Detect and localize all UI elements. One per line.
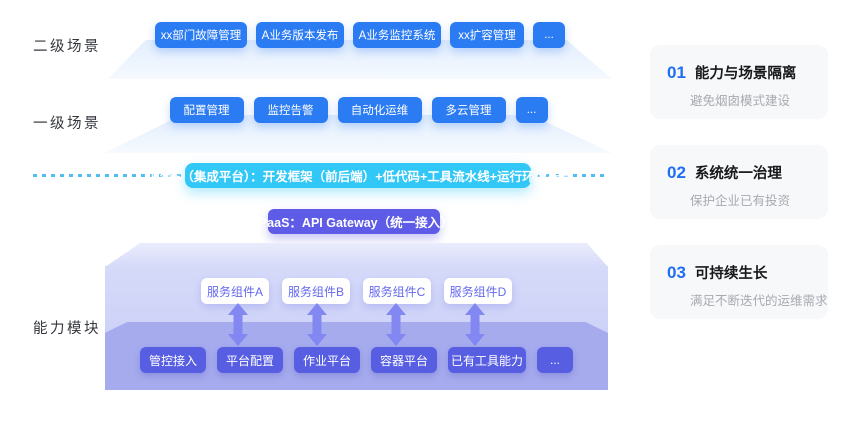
scenario-chip-fault-mgmt: xx部门故障管理 bbox=[155, 22, 247, 48]
platform-top-face bbox=[105, 243, 608, 267]
benefit-title: 系统统一治理 bbox=[694, 166, 782, 182]
tool-chip-job-platform: 作业平台 bbox=[294, 347, 360, 373]
double-arrow-icon bbox=[228, 303, 248, 346]
tool-chip-more-ellipsis: ... bbox=[537, 347, 573, 373]
service-component-d: 服务组件D bbox=[444, 278, 512, 304]
label-secondary-scenario: 二级场景 bbox=[33, 39, 101, 55]
scenario-chip-automation: 自动化运维 bbox=[337, 97, 422, 123]
benefit-title: 可持续生长 bbox=[694, 266, 768, 282]
scenario-chip-alerting: 监控告警 bbox=[253, 97, 328, 123]
tool-chip-existing-tools: 已有工具能力 bbox=[448, 347, 526, 373]
double-arrow-icon bbox=[386, 303, 406, 346]
service-component-row: 服务组件A 服务组件B 服务组件C 服务组件D bbox=[105, 278, 608, 304]
benefit-number: 01 bbox=[667, 63, 686, 82]
benefit-description: 满足不断迭代的运维需求 bbox=[690, 294, 828, 308]
primary-scenario-row: 配置管理 监控告警 自动化运维 多云管理 ... bbox=[105, 97, 612, 123]
benefit-description: 避免烟囱模式建设 bbox=[690, 94, 791, 108]
benefit-card-governance: 02 系统统一治理 保护企业已有投资 bbox=[650, 145, 828, 219]
service-tool-arrows bbox=[105, 303, 608, 346]
benefit-title: 能力与场景隔离 bbox=[694, 66, 797, 82]
tool-platform-row: 管控接入 平台配置 作业平台 容器平台 已有工具能力 ... bbox=[105, 347, 608, 373]
service-component-b: 服务组件B bbox=[282, 278, 350, 304]
scenario-chip-more-ellipsis: ... bbox=[515, 97, 548, 123]
tool-chip-container: 容器平台 bbox=[371, 347, 437, 373]
tool-chip-platform-config: 平台配置 bbox=[217, 347, 283, 373]
service-component-a: 服务组件A bbox=[201, 278, 269, 304]
scenario-chip-config-mgmt: 配置管理 bbox=[169, 97, 244, 123]
service-component-c: 服务组件C bbox=[363, 278, 431, 304]
label-primary-scenario: 一级场景 bbox=[33, 116, 101, 132]
double-arrow-icon bbox=[307, 303, 327, 346]
scenario-chip-scaling: xx扩容管理 bbox=[450, 22, 524, 48]
benefit-description: 保护企业已有投资 bbox=[690, 194, 791, 208]
benefit-card-isolation: 01 能力与场景隔离 避免烟囱模式建设 bbox=[650, 45, 828, 119]
benefit-number: 02 bbox=[667, 163, 686, 182]
tool-chip-control-access: 管控接入 bbox=[140, 347, 206, 373]
ipaas-gateway-button: iPaaS：API Gateway（统一接入） bbox=[255, 209, 453, 234]
secondary-scenario-row: xx部门故障管理 A业务版本发布 A业务监控系统 xx扩容管理 ... bbox=[108, 22, 612, 48]
scenario-chip-monitor-sys: A业务监控系统 bbox=[353, 22, 441, 48]
benefit-number: 03 bbox=[667, 263, 686, 282]
double-arrow-icon bbox=[465, 303, 485, 346]
scenario-chip-release: A业务版本发布 bbox=[256, 22, 344, 48]
scenario-chip-multicloud: 多云管理 bbox=[431, 97, 506, 123]
benefit-card-growth: 03 可持续生长 满足不断迭代的运维需求 bbox=[650, 245, 828, 319]
label-capability-module: 能力模块 bbox=[33, 321, 101, 337]
apaas-banner: aPaaS（集成平台）：开发框架（前后端）+低代码+工具流水线+运行环境托管 bbox=[144, 163, 572, 188]
scenario-chip-more-ellipsis: ... bbox=[533, 22, 565, 48]
